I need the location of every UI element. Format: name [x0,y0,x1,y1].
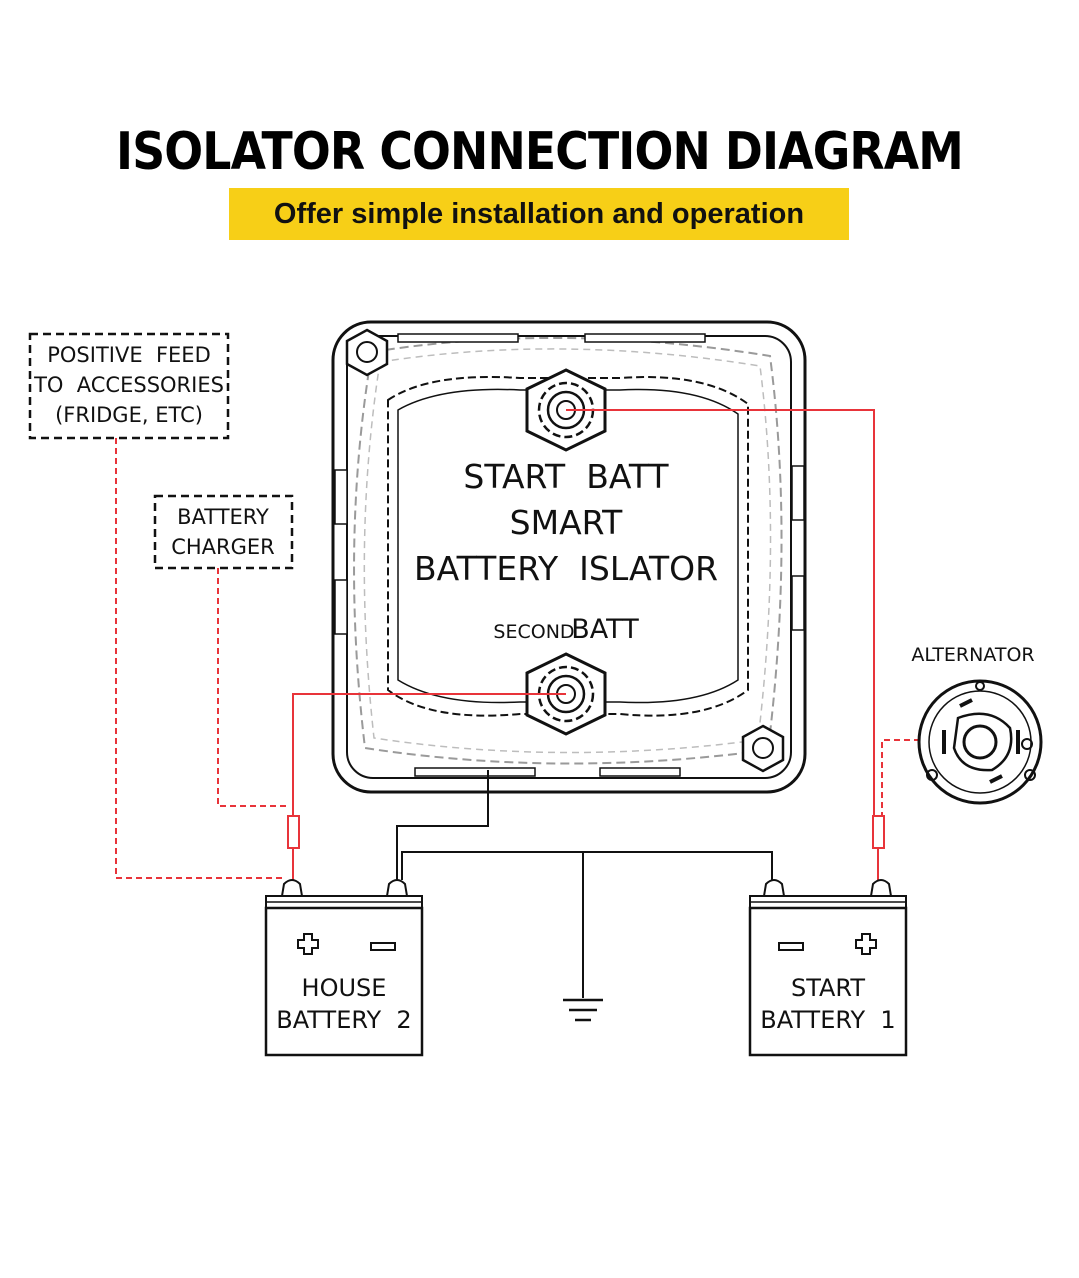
charger-line-1: BATTERY [177,505,269,529]
isolator-device: START BATT SMART BATTERY ISLATOR SECOND … [331,320,807,794]
alternator-label: ALTERNATOR [911,644,1034,666]
positive-feed-line-3: (FRIDGE, ETC) [55,403,203,427]
battery-charger-box: BATTERY CHARGER [153,494,294,570]
plus-icon [855,933,877,955]
dashed-red-wiring [115,438,920,879]
alternator-icon [917,679,1043,805]
ground-symbol-icon [563,998,603,1022]
house-battery-line-1: HOUSE [302,974,387,1002]
minus-icon [370,942,396,951]
device-label-smart: SMART [510,503,624,542]
device-label-start-batt: START BATT [463,457,669,496]
device-label-batt: BATT [571,614,639,645]
alternator: ALTERNATOR [911,644,1043,805]
positive-feed-line-2: TO ACCESSORIES [33,373,224,397]
start-battery-line-2: BATTERY 1 [760,1006,895,1034]
inline-fuse-right-icon [872,815,885,849]
house-battery-line-2: BATTERY 2 [276,1006,411,1034]
device-label-battery-islator: BATTERY ISLATOR [414,549,718,588]
mount-bolt-top-left-icon [345,328,389,377]
inline-fuse-left-icon [287,815,300,849]
start-battery: START BATTERY 1 [748,879,908,1057]
device-label-second: SECOND [493,621,574,643]
mount-bolt-bottom-right-icon [741,724,785,773]
ground-wiring [396,770,773,998]
plus-icon [297,933,319,955]
page-title: ISOLATOR CONNECTION DIAGRAM [116,122,964,182]
start-battery-line-1: START [791,974,865,1002]
positive-feed-box: POSITIVE FEED TO ACCESSORIES (FRIDGE, ET… [28,332,230,440]
positive-feed-line-1: POSITIVE FEED [47,343,211,367]
page-subtitle-banner: Offer simple installation and operation [229,188,849,240]
minus-icon [778,942,804,951]
red-wiring [292,409,879,880]
house-battery: HOUSE BATTERY 2 [264,879,424,1057]
charger-line-2: CHARGER [171,535,275,559]
